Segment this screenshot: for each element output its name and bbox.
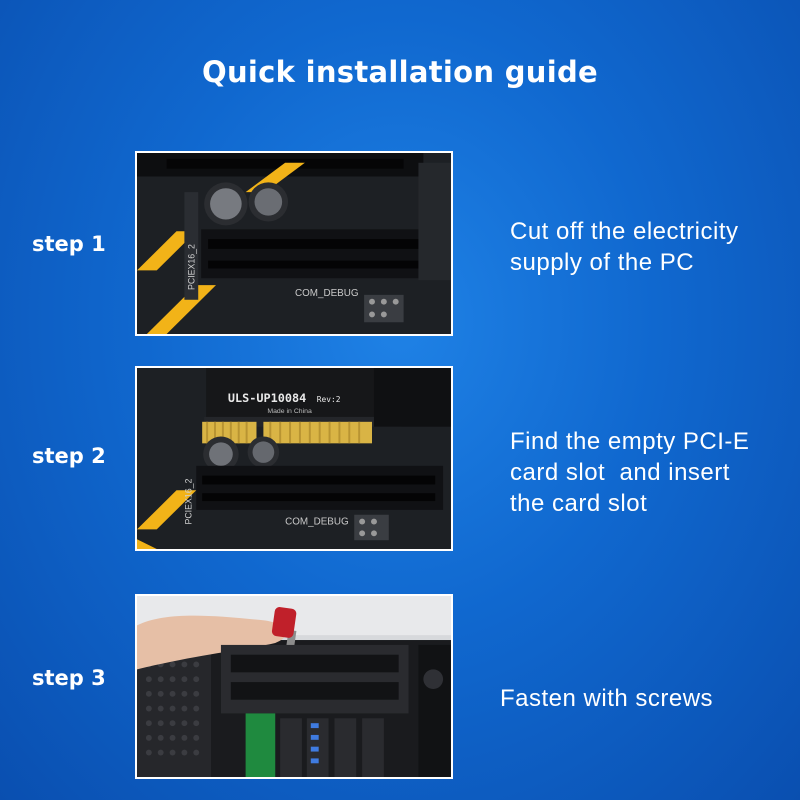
page-title: Quick installation guide: [202, 55, 598, 89]
step-2-photo: ULS-UP10084 Rev:2 Made in China COM_DEBU…: [135, 366, 453, 551]
card-origin-text: Made in China: [267, 408, 312, 415]
step-3-photo: [135, 594, 453, 779]
step-2-line-3: the card slot: [510, 490, 648, 517]
step-3-label: step 3: [32, 666, 106, 690]
pc-case-photo: [137, 596, 451, 777]
card-install-photo: ULS-UP10084 Rev:2 Made in China COM_DEBU…: [137, 368, 451, 549]
board-text-com-debug: COM_DEBUG: [285, 517, 349, 528]
board-text-slot: PCIEX16_2: [183, 479, 193, 525]
step-3-line-1: Fasten with screws: [500, 685, 714, 712]
motherboard-photo: COM_DEBUG PCIEX16_2: [137, 153, 451, 334]
step-1-photo: COM_DEBUG PCIEX16_2: [135, 151, 453, 336]
step-1-label: step 1: [32, 232, 106, 256]
board-text-slot: PCIEX16_2: [186, 244, 196, 290]
step-3-description: Fasten with screws: [500, 683, 713, 714]
step-2-line-2: card slot and insert: [510, 459, 730, 486]
step-1-line-2: supply of the PC: [510, 249, 695, 276]
step-2-line-1: Find the empty PCI-E: [510, 428, 750, 455]
step-2-description: Find the empty PCI-E card slot and inser…: [510, 426, 749, 519]
step-2-label: step 2: [32, 444, 106, 468]
step-1-description: Cut off the electricity supply of the PC: [510, 216, 738, 278]
card-model-text: ULS-UP10084: [228, 391, 306, 405]
card-rev-text: Rev:2: [317, 395, 341, 404]
board-text-com-debug: COM_DEBUG: [295, 288, 359, 299]
step-1-line-1: Cut off the electricity: [510, 218, 739, 245]
